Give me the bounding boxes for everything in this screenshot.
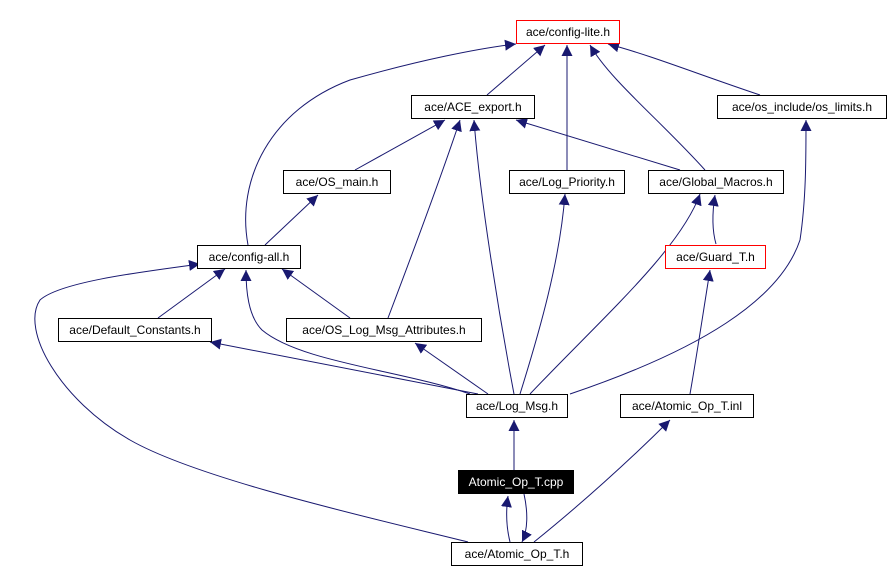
edge-os-log-msg-attributes-to-ace-export [387, 119, 462, 319]
edge-config-all-to-config-lite [245, 39, 517, 246]
edge-log-msg-to-os-log-msg-attributes [414, 342, 489, 395]
edge-default-constants-to-config-all [157, 268, 226, 319]
edge-global-macros-to-ace-export [515, 117, 681, 171]
edge-os-main-to-ace-export [354, 119, 446, 171]
node-os-main[interactable]: ace/OS_main.h [283, 170, 391, 194]
edge-log-msg-to-ace-export [469, 119, 515, 395]
edge-atomic-op-h-to-config-all [34, 260, 469, 543]
edge-atomic-op-h-to-cpp [501, 495, 512, 543]
node-atomic-op-t-inl[interactable]: ace/Atomic_Op_T.inl [620, 394, 754, 418]
edge-log-msg-to-log-priority [519, 193, 570, 395]
edge-log-msg-to-config-all [240, 269, 471, 395]
edge-cpp-to-atomic-op-h [521, 493, 532, 543]
node-os-log-msg-attributes[interactable]: ace/OS_Log_Msg_Attributes.h [286, 318, 482, 342]
edge-atomic-op-h-to-inl [533, 419, 671, 543]
node-log-msg[interactable]: ace/Log_Msg.h [466, 394, 568, 418]
edge-global-macros-to-config-lite [589, 44, 706, 171]
edge-log-msg-to-default-constants [209, 338, 479, 395]
edge-os-log-msg-attributes-to-config-all [281, 268, 351, 319]
node-default-constants[interactable]: ace/Default_Constants.h [58, 318, 212, 342]
edge-os-limits-to-config-lite [607, 41, 761, 96]
node-guard-t[interactable]: ace/Guard_T.h [665, 245, 766, 269]
edge-guard-t-to-global-macros [707, 194, 719, 245]
node-os-limits[interactable]: ace/os_include/os_limits.h [717, 95, 887, 119]
edge-inl-to-guard-t [689, 269, 714, 395]
edge-log-msg-to-global-macros [529, 193, 702, 395]
edge-config-all-to-os-main [264, 194, 319, 246]
node-config-lite[interactable]: ace/config-lite.h [516, 20, 620, 44]
edge-log-msg-to-os-limits [569, 119, 812, 395]
edge-ace-export-to-config-lite [486, 44, 546, 96]
node-atomic-op-t-cpp: Atomic_Op_T.cpp [458, 470, 574, 494]
node-atomic-op-t-h[interactable]: ace/Atomic_Op_T.h [451, 542, 583, 566]
node-config-all[interactable]: ace/config-all.h [197, 245, 301, 269]
node-ace-export[interactable]: ace/ACE_export.h [411, 95, 535, 119]
node-log-priority[interactable]: ace/Log_Priority.h [509, 170, 625, 194]
node-global-macros[interactable]: ace/Global_Macros.h [648, 170, 784, 194]
